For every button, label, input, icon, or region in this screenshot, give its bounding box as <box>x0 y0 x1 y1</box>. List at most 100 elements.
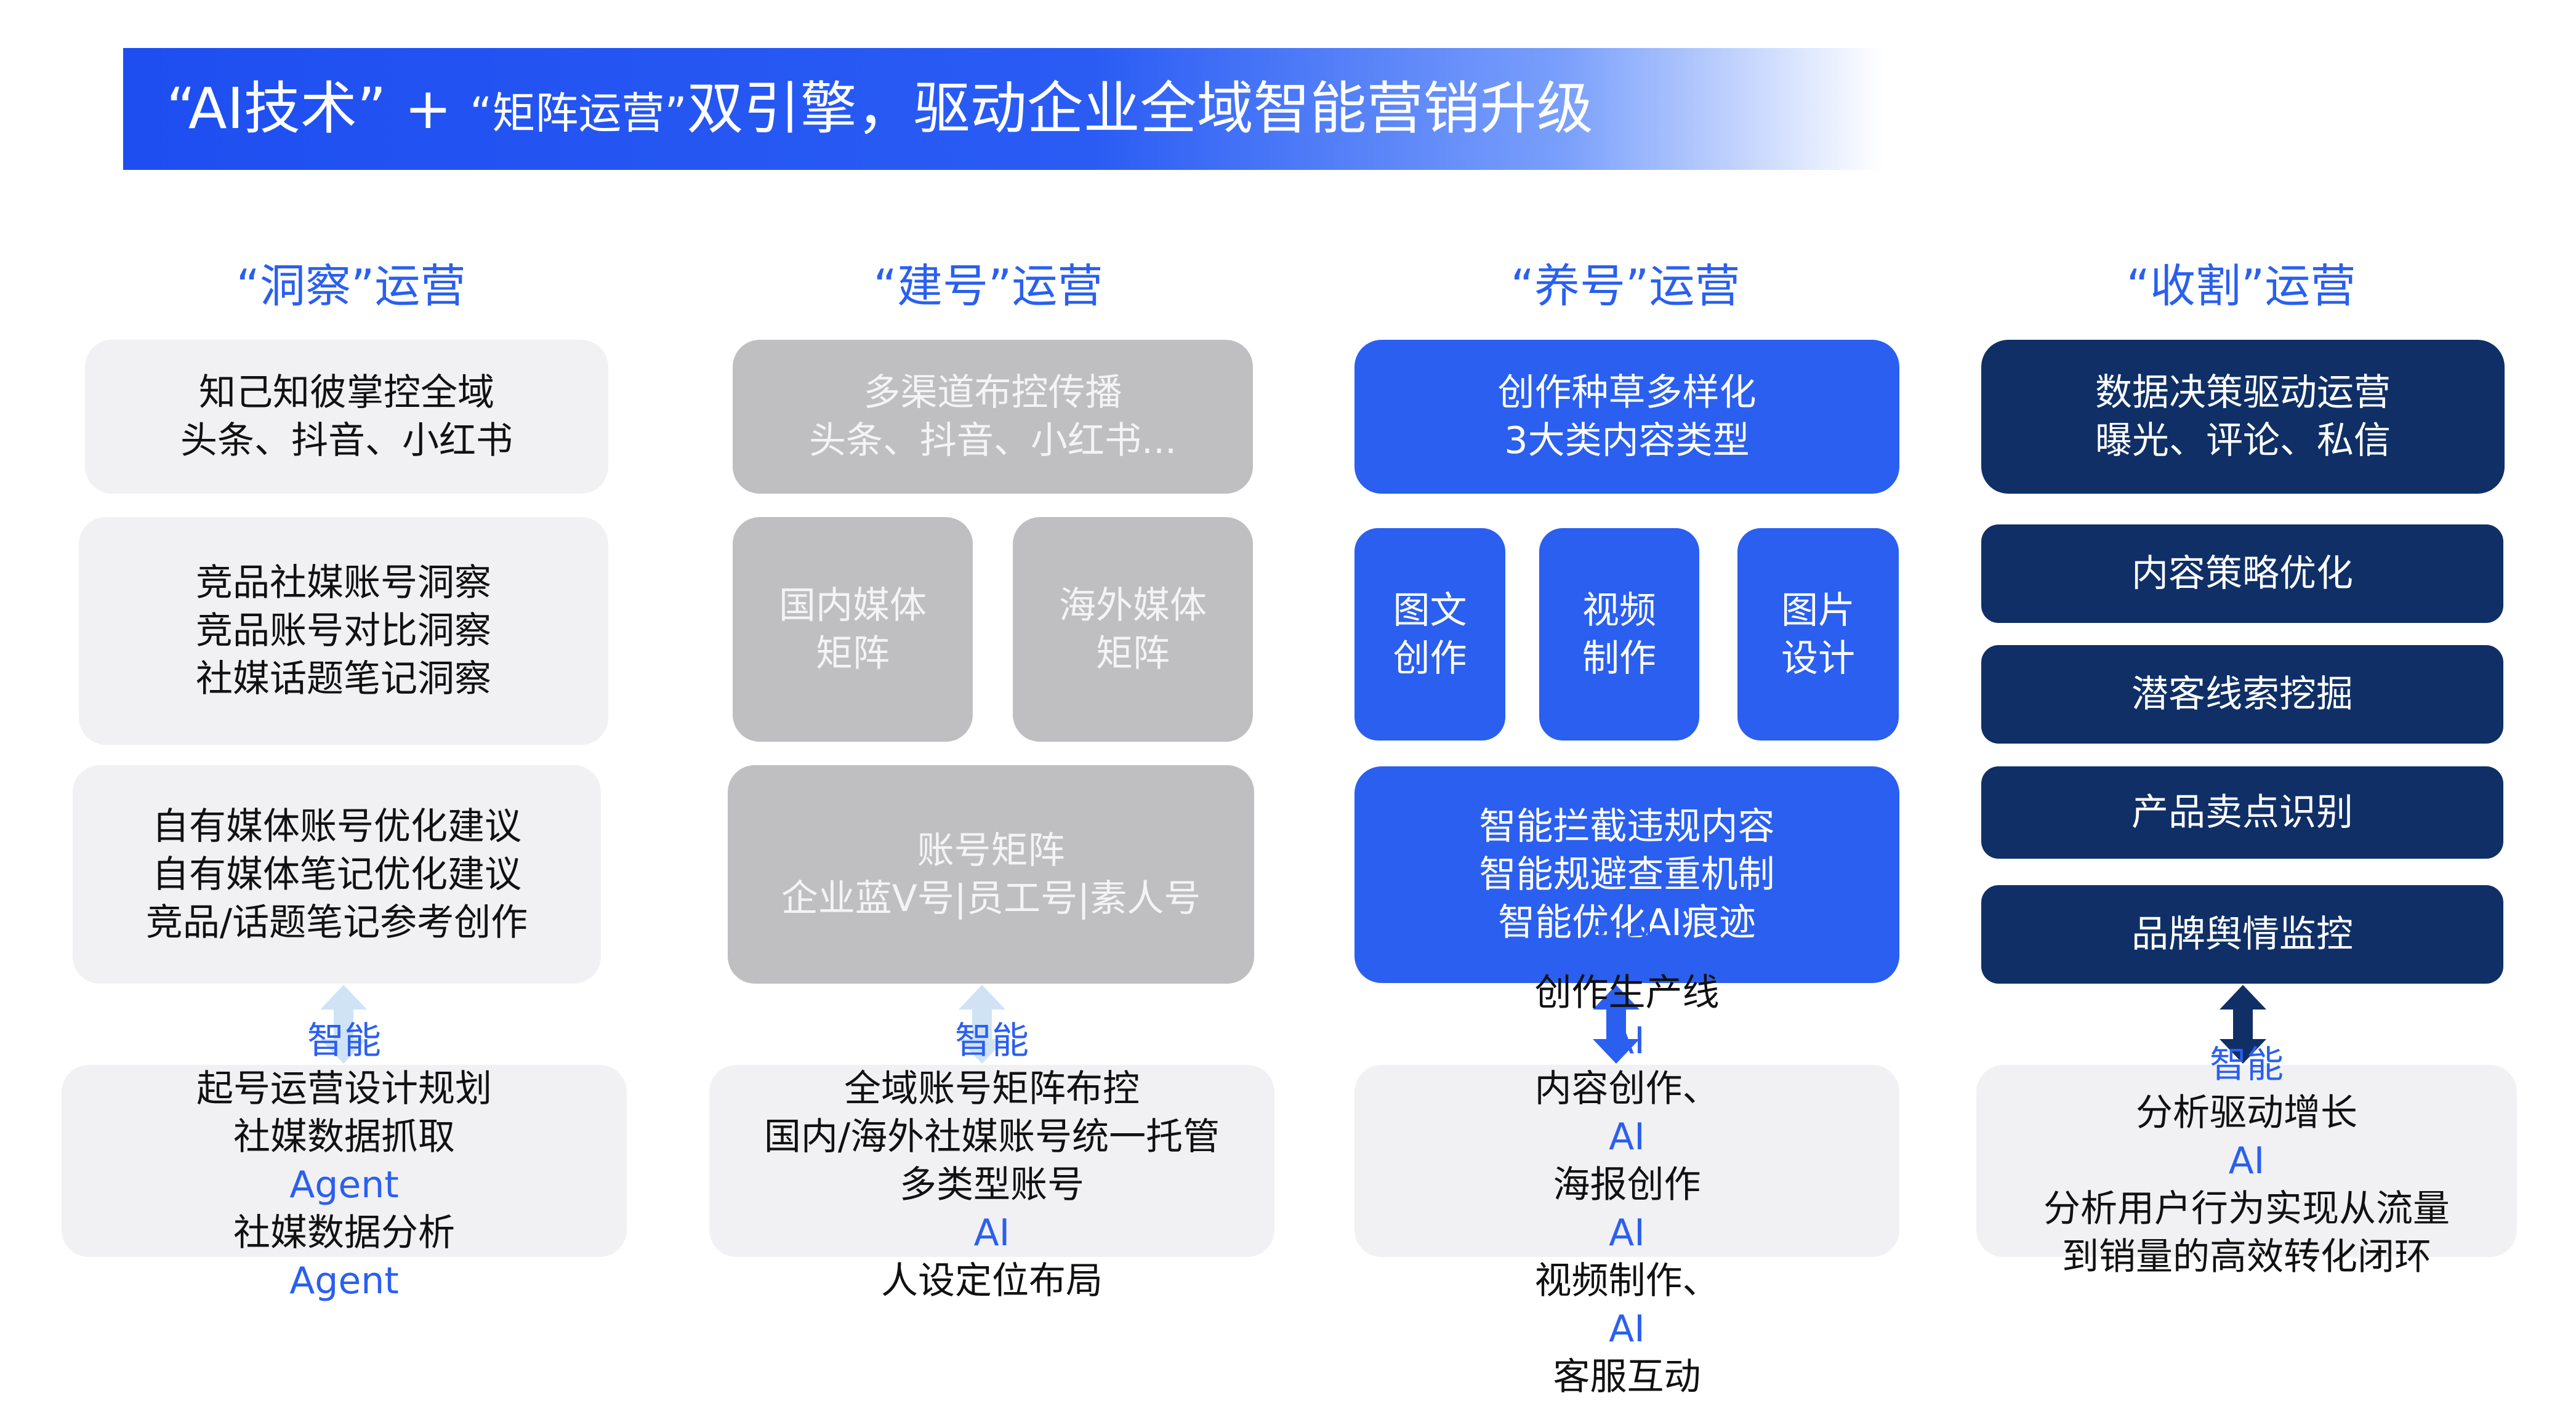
bottom-line: AI 分析用户行为实现从流量 <box>2043 1137 2450 1233</box>
highlight-text: 智能 <box>955 1019 1029 1062</box>
card-line: 图文 <box>1393 588 1467 632</box>
card-line: 多渠道布控传播 <box>863 371 1122 414</box>
double-arrow-icon <box>2220 985 2266 1064</box>
card-line: 3大类内容类型 <box>1504 419 1750 462</box>
banner-title: “AI技术” + “矩阵运营”双引擎，驱动企业全域智能营销升级 <box>166 57 1593 161</box>
build-card-1: 多渠道布控传播 头条、抖音、小红书... <box>733 340 1253 494</box>
bottom-line: 智能创作生产线 <box>1535 921 1720 1017</box>
bottom-line: 社媒数据抓取 Agent <box>233 1113 455 1209</box>
bottom-line: 智能全域账号矩阵布控 <box>844 1017 1140 1113</box>
build-card-matrix: 账号矩阵 企业蓝V号|员工号|素人号 <box>728 765 1254 984</box>
line-text: 海报创作 <box>1553 1163 1701 1206</box>
nurture-card-video: 视频 制作 <box>1539 528 1699 741</box>
insight-card-3: 自有媒体账号优化建议 自有媒体笔记优化建议 竞品/话题笔记参考创作 <box>73 765 601 984</box>
card-line: 知己知彼掌控全域 <box>199 371 494 414</box>
banner-quote-ai: “AI技术” <box>166 76 387 142</box>
line-text: 内容创作、 <box>1534 1067 1720 1110</box>
highlight-text: AI <box>1609 1211 1645 1254</box>
card-line: 创作 <box>1393 636 1467 680</box>
line-text: 社媒数据分析 <box>233 1211 455 1254</box>
card-line: 头条、抖音、小红书 <box>180 419 513 462</box>
insight-card-1: 知己知彼掌控全域 头条、抖音、小红书 <box>85 340 608 494</box>
card-line: 设计 <box>1781 636 1855 680</box>
banner-rest: 双引擎，驱动企业全域智能营销升级 <box>686 76 1593 142</box>
double-arrow-icon <box>1593 985 1640 1064</box>
card-line: 国内媒体 <box>779 584 927 627</box>
card-line: 自有媒体账号优化建议 <box>152 805 521 848</box>
build-bottom-card: 智能全域账号矩阵布控 国内/海外社媒账号统一托管 多类型账号 AI 人设定位布局 <box>709 1019 1274 1303</box>
column-title-insight: “洞察”运营 <box>236 260 466 313</box>
harvest-bottom-card: 智能分析驱动增长 AI 分析用户行为实现从流量 到销量的高效转化闭环 <box>1976 1043 2517 1279</box>
double-arrow-icon <box>320 985 367 1064</box>
line-text: 创作生产线 <box>1534 971 1720 1014</box>
bottom-line: 智能分析驱动增长 <box>2136 1041 2357 1137</box>
card-line: 智能优化AI痕迹 <box>1498 901 1756 944</box>
card-line: 内容策略优化 <box>2131 552 2353 595</box>
bottom-line: 智能起号运营设计规划 <box>196 1017 492 1113</box>
nurture-card-smart: 智能拦截违规内容 智能规避查重机制 智能优化AI痕迹 <box>1354 766 1899 983</box>
harvest-card-1: 数据决策驱动运营 曝光、评论、私信 <box>1981 340 2505 494</box>
column-title-harvest: “收割”运营 <box>2126 260 2356 313</box>
harvest-card-content-strategy: 内容策略优化 <box>1981 524 2503 623</box>
card-line: 矩阵 <box>816 632 890 675</box>
card-line: 潜客线索挖掘 <box>2131 673 2353 716</box>
line-text: 社媒数据抓取 <box>233 1115 455 1158</box>
insight-card-2: 竞品社媒账号洞察 竞品账号对比洞察 社媒话题笔记洞察 <box>79 517 608 745</box>
card-line: 数据决策驱动运营 <box>2095 371 2391 414</box>
column-title-nurture: “养号”运营 <box>1510 260 1741 313</box>
card-line: 产品卖点识别 <box>2131 791 2353 834</box>
line-text: 多类型账号 <box>900 1163 1084 1206</box>
build-card-domestic: 国内媒体 矩阵 <box>733 517 973 742</box>
highlight-text: 智能 <box>2210 1043 2284 1086</box>
card-line: 创作种草多样化 <box>1497 371 1757 414</box>
line-text: 客服互动 <box>1553 1355 1701 1399</box>
line-text: 国内/海外社媒账号统一托管 <box>763 1115 1220 1158</box>
line-text: 到销量的高效转化闭环 <box>2062 1235 2431 1279</box>
line-text: 视频制作、 <box>1534 1259 1720 1303</box>
harvest-card-sentiment: 品牌舆情监控 <box>1981 885 2503 984</box>
card-line: 竞品社媒账号洞察 <box>196 561 491 604</box>
harvest-card-leads: 潜客线索挖掘 <box>1981 645 2503 744</box>
card-line: 智能规避查重机制 <box>1479 853 1775 896</box>
card-line: 曝光、评论、私信 <box>2095 419 2391 462</box>
highlight-text: 智能 <box>1590 923 1664 966</box>
card-line: 制作 <box>1582 636 1656 680</box>
card-line: 智能拦截违规内容 <box>1479 805 1775 848</box>
card-line: 品牌舆情监控 <box>2131 913 2353 956</box>
line-text: 分析驱动增长 <box>2136 1091 2357 1134</box>
card-line: 海外媒体 <box>1059 584 1207 627</box>
card-line: 账号矩阵 <box>917 829 1065 872</box>
highlight-text: Agent <box>289 1259 399 1303</box>
bottom-line: 多类型账号 AI 人设定位布局 <box>881 1161 1103 1305</box>
line-text: 分析用户行为实现从流量 <box>2043 1187 2450 1230</box>
nurture-card-1: 创作种草多样化 3大类内容类型 <box>1354 340 1899 494</box>
card-line: 社媒话题笔记洞察 <box>196 657 491 700</box>
card-line: 图片 <box>1781 588 1855 632</box>
title-banner <box>123 48 1884 170</box>
card-line: 头条、抖音、小红书... <box>808 419 1177 462</box>
column-title-build: “建号”运营 <box>873 260 1103 313</box>
card-line: 企业蓝V号|员工号|素人号 <box>781 877 1201 920</box>
nurture-card-image-design: 图片 设计 <box>1737 528 1899 741</box>
line-text: 起号运营设计规划 <box>196 1067 492 1110</box>
highlight-text: AI <box>2228 1139 2265 1182</box>
bottom-line: 国内/海外社媒账号统一托管 <box>764 1113 1220 1161</box>
highlight-text: Agent <box>289 1163 399 1206</box>
highlight-text: AI <box>1609 1307 1645 1351</box>
nurture-card-image-text: 图文 创作 <box>1354 528 1505 741</box>
highlight-text: AI <box>1609 1115 1645 1158</box>
line-text: 全域账号矩阵布控 <box>844 1067 1140 1110</box>
line-text: 人设定位布局 <box>881 1259 1103 1303</box>
card-line: 视频 <box>1582 588 1656 632</box>
banner-plus: + <box>386 76 470 142</box>
banner-quote-matrix: “矩阵运营” <box>470 88 687 138</box>
bottom-line: 到销量的高效转化闭环 <box>2062 1233 2431 1281</box>
card-line: 竞品账号对比洞察 <box>196 609 491 652</box>
highlight-text: AI <box>973 1211 1010 1254</box>
bottom-line: 社媒数据分析 Agent <box>233 1209 455 1305</box>
insight-bottom-card: 智能起号运营设计规划 社媒数据抓取 Agent 社媒数据分析 Agent <box>62 1019 627 1303</box>
card-line: 自有媒体笔记优化建议 <box>152 853 521 896</box>
